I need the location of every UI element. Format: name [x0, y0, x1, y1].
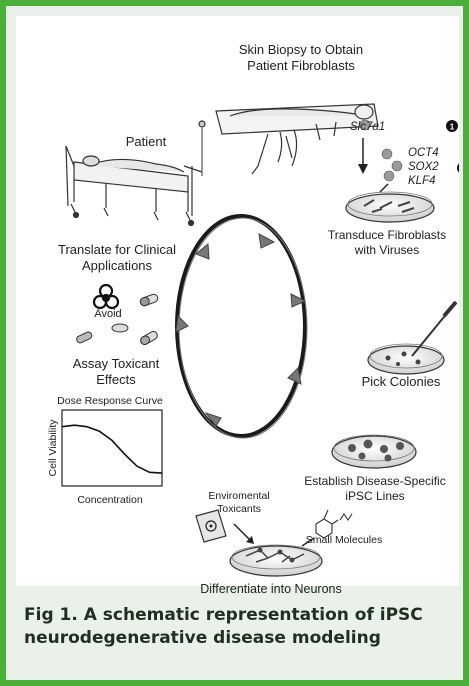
- biohazard-icon: [94, 285, 118, 308]
- label-env-toxicants: Enviromental Toxicants: [194, 490, 284, 516]
- ipsc-lines-dish: [332, 435, 416, 468]
- label-gene-sox2: SOX2: [408, 160, 458, 174]
- neurons-dish: [230, 545, 322, 576]
- label-gene-oct4: OCT4: [408, 146, 458, 160]
- arrowhead-top-right: [259, 234, 274, 248]
- label-translate: Translate for Clinical Applications: [24, 242, 210, 274]
- transduce-dish: [346, 192, 434, 222]
- label-pick-colonies: Pick Colonies: [346, 374, 456, 390]
- skin-biopsy-illustration: [216, 104, 378, 174]
- dose-response-line: [62, 425, 162, 473]
- pick-colonies-dish: [368, 302, 456, 374]
- label-establish-ipsc: Establish Disease-Specific iPSC Lines: [288, 474, 462, 503]
- dose-chart-frame: [62, 410, 162, 486]
- figure-panel: 1 2: [16, 16, 459, 586]
- label-gene-slc7a1: Slc7a1: [350, 120, 430, 134]
- step-badge-1-label: 1: [450, 123, 455, 132]
- label-patient: Patient: [106, 134, 186, 150]
- label-avoid: Avoid: [88, 308, 128, 321]
- step-badge-1: 1: [446, 120, 458, 132]
- label-differentiate: Differentiate into Neurons: [166, 582, 376, 597]
- arrowhead-left: [176, 316, 188, 332]
- toxicant-arrow: [234, 524, 250, 540]
- dose-chart-title: Dose Response Curve: [57, 395, 163, 407]
- label-gene-klf4: KLF4: [408, 174, 458, 188]
- label-transduce: Transduce Fibroblasts with Viruses: [312, 228, 462, 257]
- label-assay: Assay Toxicant Effects: [46, 356, 186, 388]
- label-skin-biopsy: Skin Biopsy to Obtain Patient Fibroblast…: [186, 42, 416, 74]
- label-small-molecules: Small Molecules: [294, 534, 394, 547]
- dose-chart-ylabel: Cell Viability: [47, 419, 59, 477]
- dose-chart-xlabel: Concentration: [77, 494, 143, 506]
- figure-caption: Fig 1. A schematic representation of iPS…: [24, 604, 454, 651]
- dose-response-chart: Dose Response Curve Concentration Cell V…: [47, 395, 163, 506]
